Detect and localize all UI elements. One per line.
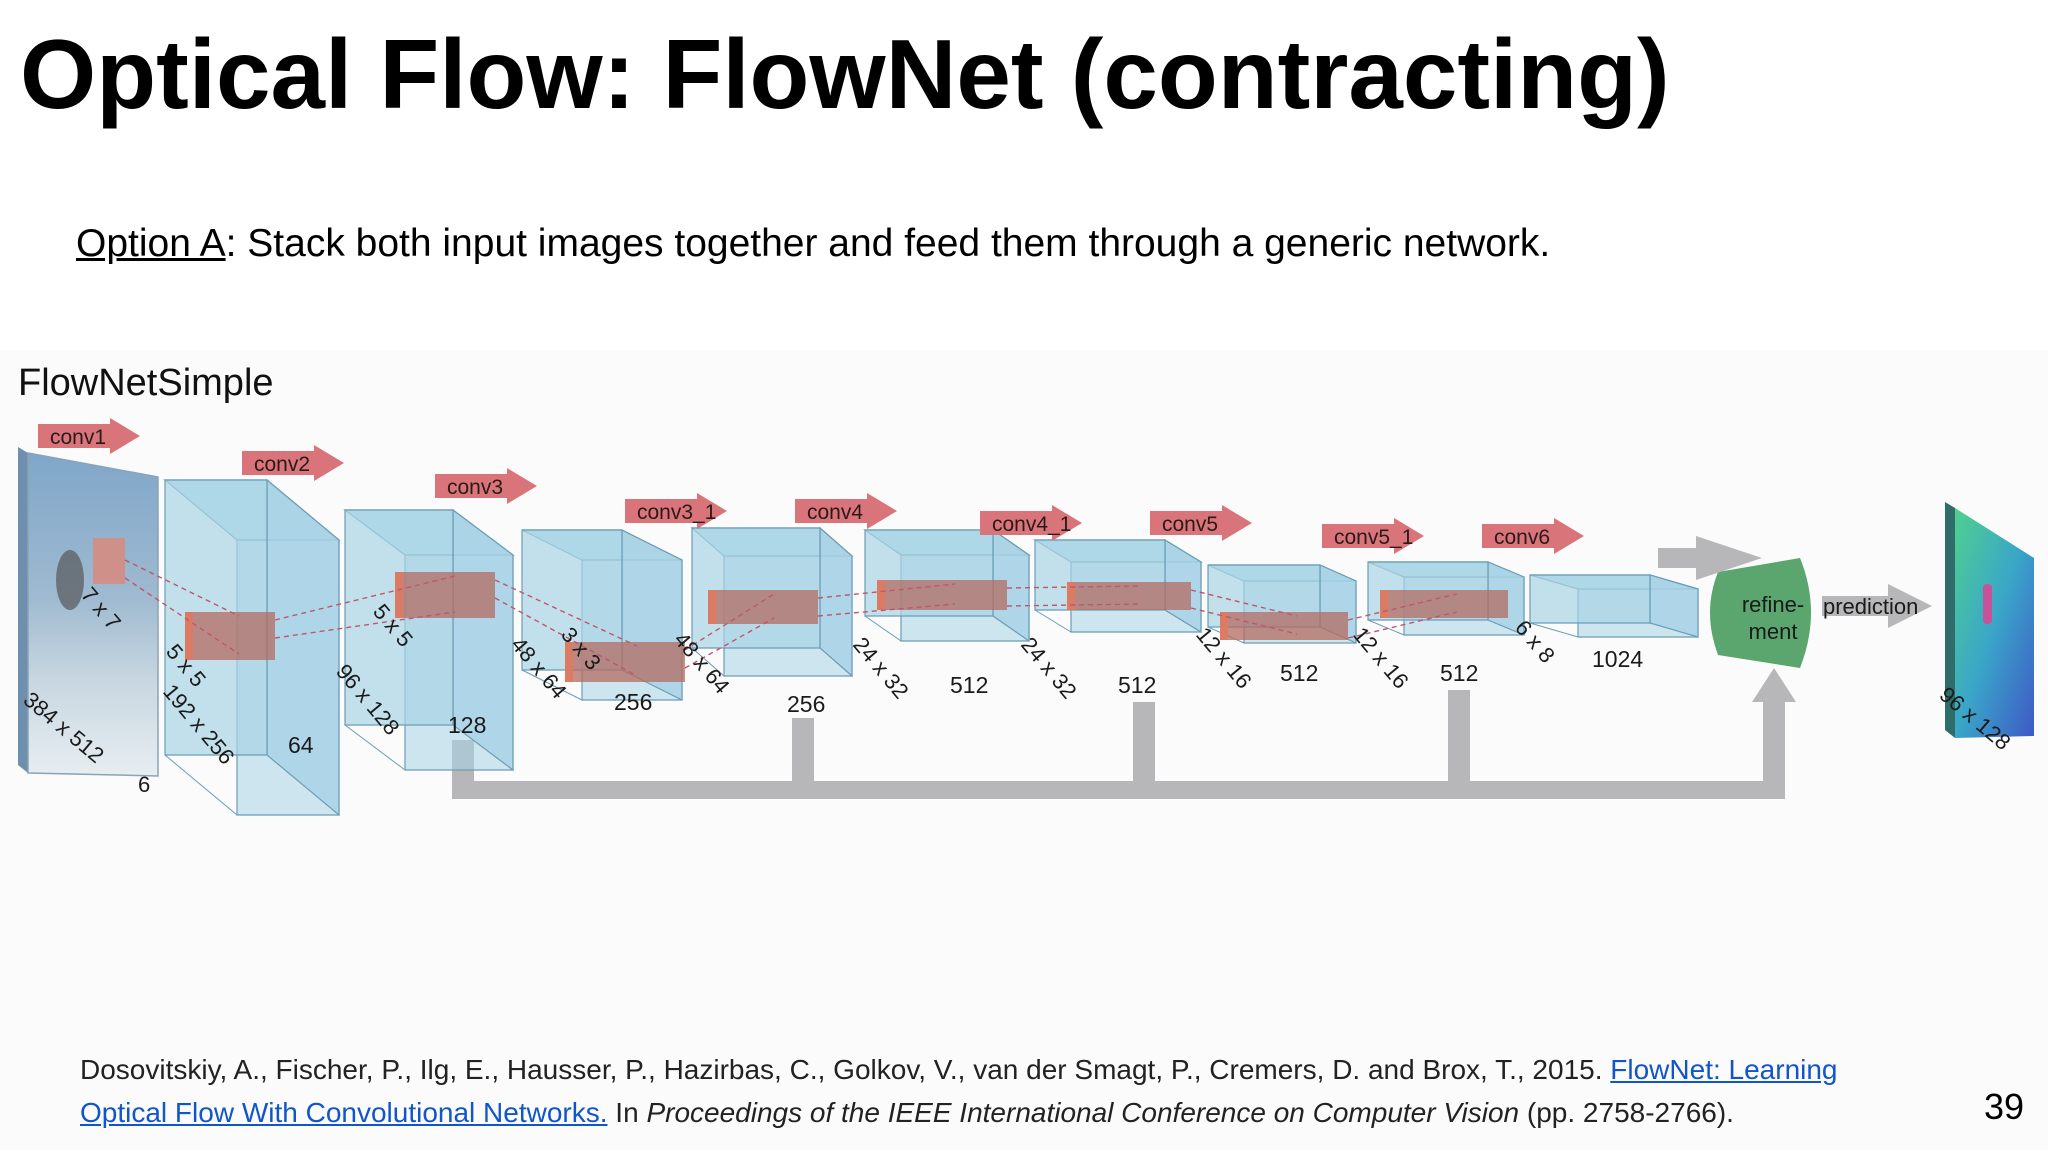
arrow-conv4_1: conv4_1: [980, 505, 1082, 541]
conv-arrows: conv1 conv2 conv3 conv3_1 conv4 conv4_1 conv5 c…: [38, 418, 1584, 554]
kernel-patch: [274, 572, 495, 639]
citation-venue: Proceedings of the IEEE International Co…: [646, 1097, 1520, 1128]
kernel-patch: [1347, 590, 1508, 639]
channel-depth-label: 512: [1280, 660, 1318, 686]
layer-block-conv1: [163, 478, 341, 817]
arrow-conv5_1: conv5_1: [1322, 518, 1424, 554]
arrow-conv4: conv4: [795, 493, 897, 529]
channel-depth-label: 64: [288, 732, 314, 758]
arrow-label: conv3_1: [637, 501, 716, 524]
channel-depth-label: 256: [614, 689, 652, 715]
input-depth-label: 6: [138, 772, 150, 797]
output-flow: [1945, 502, 2034, 738]
page-number: 39: [1983, 1086, 2024, 1127]
layer-blocks: [124, 478, 1699, 817]
channel-depth-label: 512: [1440, 660, 1478, 686]
citation-link[interactable]: FlowNet: Learning Optical Flow With Conv…: [80, 1054, 1838, 1128]
slide-title: Optical Flow: FlowNet (contracting): [20, 19, 1670, 129]
subtitle-text: : Stack both input images together and f…: [225, 222, 1551, 265]
kernel-patch: [1006, 582, 1191, 610]
arrow-label: conv6: [1494, 526, 1550, 549]
subtitle-option: Option A: [76, 222, 226, 265]
arrow-conv3: conv3: [435, 468, 537, 504]
arrow-label: conv4: [807, 501, 863, 524]
kernel-patch: [124, 559, 275, 660]
arrow-label: conv5_1: [1334, 526, 1413, 549]
arrow-conv2: conv2: [242, 445, 344, 481]
channel-depth-label: 256: [787, 691, 825, 717]
kernel-patch: [817, 580, 1007, 617]
kernel-patch: [494, 579, 685, 682]
refinement-block[interactable]: [1710, 558, 1811, 668]
subtitle: Option A: Stack both input images togeth…: [76, 222, 1550, 266]
arrow-label: conv2: [254, 453, 310, 476]
arrow-label: conv3: [447, 476, 503, 499]
arrow-label: conv4_1: [992, 513, 1071, 536]
refinement-label: ment: [1749, 619, 1798, 644]
feature-dims-label: 24 x 32: [1016, 632, 1082, 703]
channel-depth-label: 128: [448, 712, 486, 738]
arrow-label: conv5: [1162, 513, 1218, 536]
prediction-arrow: [1822, 584, 1932, 628]
refinement-label: refine-: [1742, 592, 1804, 617]
kernel-patch: [684, 590, 818, 669]
kernel-patch: [1190, 589, 1348, 640]
refinement-input-arrow: [1658, 536, 1762, 580]
arrow-conv3_1: conv3_1: [625, 493, 727, 529]
citation-pages: (pp. 2758-2766).: [1519, 1097, 1734, 1128]
layer-block-conv2: [343, 508, 515, 772]
citation: Dosovitskiy, A., Fischer, P., Ilg, E., H…: [80, 1048, 1920, 1134]
arrow-conv5: conv5: [1150, 505, 1252, 541]
layer-block-conv6: [1529, 574, 1699, 638]
prediction-label: prediction: [1823, 594, 1918, 619]
input-image: [18, 447, 159, 777]
feature-dims-label: 24 x 32: [848, 632, 914, 703]
diagram-background: [0, 350, 2048, 1150]
channel-depth-label: 512: [1118, 672, 1156, 698]
flownet-diagram: conv1 conv2 conv3 conv3_1 conv4 conv4_1 conv5 c…: [18, 418, 2034, 817]
channel-depth-label: 1024: [1592, 646, 1643, 672]
arrow-conv6: conv6: [1482, 518, 1584, 554]
arrow-label: conv1: [50, 426, 106, 449]
channel-depth-label: 512: [950, 672, 988, 698]
arrow-conv1: conv1: [38, 418, 140, 454]
citation-authors: Dosovitskiy, A., Fischer, P., Ilg, E., H…: [80, 1054, 1611, 1085]
diagram-heading: FlowNetSimple: [18, 362, 274, 404]
citation-in: In: [607, 1097, 647, 1128]
